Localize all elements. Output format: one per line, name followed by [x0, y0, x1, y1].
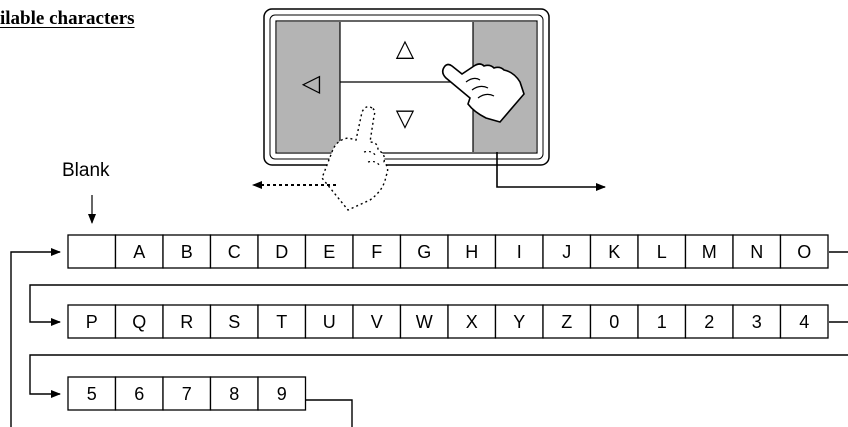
char-cell: [684, 234, 734, 269]
char-label: K: [608, 242, 620, 262]
char-label: F: [371, 242, 382, 262]
char-label: Z: [561, 312, 572, 332]
char-cell: [352, 234, 402, 269]
char-cell: [257, 234, 307, 269]
char-cell: [637, 304, 687, 339]
char-label: W: [416, 312, 433, 332]
blank-label: Blank: [62, 160, 110, 181]
char-cell: [732, 234, 782, 269]
up-arrow-icon[interactable]: △: [396, 34, 415, 62]
char-cell: [637, 234, 687, 269]
char-label: L: [657, 242, 667, 262]
char-label: 1: [657, 312, 667, 332]
char-cell: [542, 304, 592, 339]
char-cell: [399, 304, 449, 339]
char-cell: [114, 234, 164, 269]
char-cell: [732, 304, 782, 339]
down-arrow-icon[interactable]: ▽: [396, 104, 415, 132]
char-label: U: [323, 312, 336, 332]
char-label: 9: [277, 384, 287, 404]
char-label: 7: [182, 384, 192, 404]
char-label: V: [371, 312, 383, 332]
char-cell: [67, 304, 117, 339]
char-label: D: [275, 242, 288, 262]
flow-connectors: [10, 248, 848, 427]
char-label: Q: [132, 312, 146, 332]
char-label: H: [465, 242, 478, 262]
char-label: O: [797, 242, 811, 262]
char-cell: [542, 234, 592, 269]
section-heading: ilable characters: [0, 8, 135, 29]
blank-cell: [67, 234, 117, 269]
char-cell: [684, 304, 734, 339]
char-cell: [589, 234, 639, 269]
char-label: E: [323, 242, 335, 262]
char-cell: [114, 304, 164, 339]
char-label: 4: [799, 312, 809, 332]
char-label: G: [417, 242, 431, 262]
char-label: 5: [87, 384, 97, 404]
char-label: P: [86, 312, 98, 332]
char-label: T: [276, 312, 287, 332]
char-label: S: [228, 312, 240, 332]
char-cell: [779, 234, 829, 269]
char-label: X: [466, 312, 478, 332]
char-label: C: [228, 242, 241, 262]
character-grid: A B C D E F G H I J K L M N O P Q R S T U V W X Y Z 0 1 2 3 4 5 6 7 8 9: [67, 234, 829, 411]
char-cell: [162, 234, 212, 269]
char-label: 0: [609, 312, 619, 332]
char-label: 2: [704, 312, 714, 332]
char-label: A: [133, 242, 145, 262]
char-label: B: [181, 242, 193, 262]
left-arrow-icon[interactable]: ◁: [302, 69, 321, 97]
char-cell: [304, 234, 354, 269]
char-cell: [399, 234, 449, 269]
char-cell: [257, 376, 307, 411]
char-label: N: [750, 242, 763, 262]
char-label: R: [180, 312, 193, 332]
dotted-hand-icon: [321, 105, 389, 211]
swipe-right-arrow: [496, 152, 606, 191]
char-label: I: [517, 242, 522, 262]
char-label: M: [702, 242, 717, 262]
char-cell: [494, 304, 544, 339]
left-gray-panel: [277, 22, 340, 152]
char-cell: [352, 304, 402, 339]
char-cell: [162, 376, 212, 411]
char-label: Y: [513, 312, 525, 332]
char-label: 3: [752, 312, 762, 332]
display-device: △ ▽ ◁: [263, 8, 550, 166]
char-label: 6: [134, 384, 144, 404]
char-cell: [779, 304, 829, 339]
char-label: J: [562, 242, 571, 262]
char-cell: [304, 304, 354, 339]
char-cell: [257, 304, 307, 339]
solid-hand-icon: [441, 63, 525, 123]
char-label: 8: [229, 384, 239, 404]
char-cell: [209, 376, 259, 411]
